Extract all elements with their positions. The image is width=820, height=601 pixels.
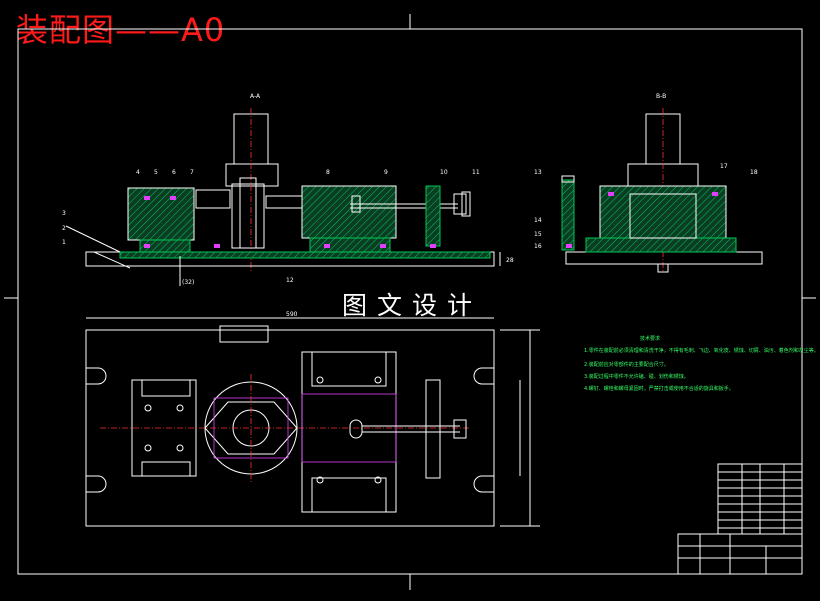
tech-requirement-item: 1.零件在装配前必须清理和清洗干净，不得有毛刺、飞边、氧化皮、锈蚀、切屑、油污、…	[584, 347, 819, 354]
part-number: 6	[172, 169, 176, 176]
tech-requirement-item: 4.螺钉、螺栓和螺母紧固时，严禁打击或使用不合适的旋具和扳手。	[584, 385, 734, 392]
drawing-title: 装配图——A0	[16, 11, 226, 49]
part-number: 14	[534, 217, 542, 224]
part-number: 17	[720, 163, 728, 170]
svg-text:(32): (32)	[182, 279, 194, 286]
part-number: 13	[534, 169, 542, 176]
tech-requirement-item: 3.装配过程中零件不允许磕、碰、划伤和锈蚀。	[584, 373, 689, 380]
svg-text:28: 28	[506, 257, 514, 264]
tech-requirements-heading: 技术要求	[640, 335, 660, 342]
part-number: 12	[286, 277, 294, 284]
part-number: 10	[440, 169, 448, 176]
part-number: 11	[472, 169, 480, 176]
part-number: 8	[326, 169, 330, 176]
section-label-front: A-A	[250, 93, 261, 100]
part-number: 2	[62, 225, 66, 232]
plan-view: 590	[85, 311, 540, 527]
sheet-border	[4, 14, 816, 590]
part-number: 16	[534, 243, 542, 250]
title-block	[677, 463, 803, 575]
part-number: 9	[384, 169, 388, 176]
part-number: 1	[62, 239, 66, 246]
tech-requirement-item: 2.装配前应对零部件的主要配合尺寸。	[584, 361, 669, 368]
part-number: 5	[154, 169, 158, 176]
watermark-text: 图文设计	[342, 291, 483, 320]
side-section-view: B-B 13 14 15 16 17 18	[534, 93, 763, 273]
plan-width-dimension: 590	[286, 311, 298, 318]
part-number: 3	[62, 210, 66, 217]
part-number: 18	[750, 169, 758, 176]
part-number-labels: 3 2 1 4 5 6 7 8 9 10 11 12	[62, 169, 480, 284]
part-number: 4	[136, 169, 140, 176]
part-number: 15	[534, 231, 542, 238]
part-number: 7	[190, 169, 194, 176]
tech-requirements: 技术要求 1.零件在装配前必须清理和清洗干净，不得有毛刺、飞边、氧化皮、锈蚀、切…	[584, 335, 819, 392]
section-label-side: B-B	[656, 93, 666, 100]
front-section-view: A-A	[65, 93, 514, 286]
